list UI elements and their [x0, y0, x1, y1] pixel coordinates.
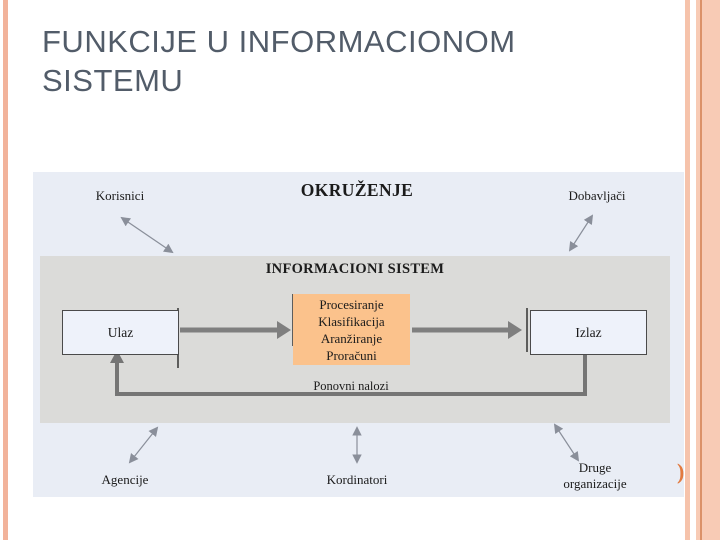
output-box: Izlaz: [530, 310, 647, 355]
left-border-stripe: [3, 0, 8, 540]
process-step: Proračuni: [326, 347, 377, 363]
right-border-accent-line: [700, 0, 702, 540]
slide-title: FUNKCIJE U INFORMACIONOM SISTEMU: [42, 24, 516, 98]
diagram-panel: OKRUŽENJE INFORMACIONI SISTEM Korisnici …: [33, 172, 684, 497]
process-step: Procesiranje: [319, 296, 384, 312]
right-border-stripe-wide: [696, 0, 720, 540]
actor-druge-organizacije: Druge organizacije: [563, 460, 627, 491]
slide-number-bracket: ): [677, 459, 685, 484]
input-box: Ulaz: [62, 310, 179, 355]
feedback-label: Ponovni nalozi: [313, 379, 389, 393]
actor-korisnici: Korisnici: [95, 188, 145, 203]
process-step: Aranžiranje: [320, 330, 383, 346]
process-box: Procesiranje Klasifikacija Aranžiranje P…: [293, 294, 410, 365]
actor-agencije: Agencije: [101, 472, 149, 487]
right-border-stripe-thin: [685, 0, 690, 540]
actor-dobavljaci: Dobavljači: [568, 188, 626, 203]
information-system-title: INFORMACIONI SISTEM: [265, 261, 445, 277]
environment-title: OKRUŽENJE: [300, 180, 414, 200]
actor-kordinatori: Kordinatori: [326, 472, 388, 487]
process-step: Klasifikacija: [318, 313, 385, 329]
